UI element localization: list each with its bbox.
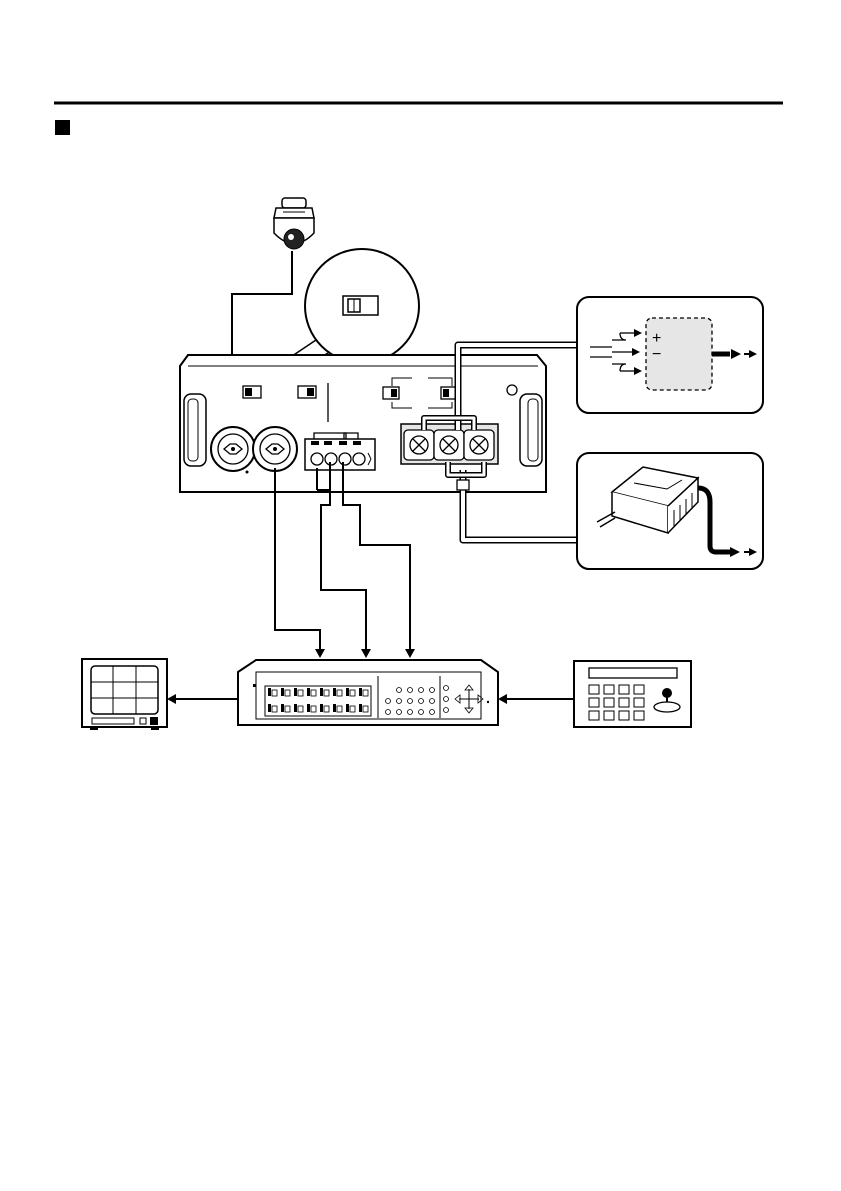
section-square-icon (55, 120, 70, 135)
video-out-connector (253, 427, 297, 471)
keypad-key (604, 711, 614, 720)
minus-terminal-label: − (652, 346, 661, 363)
keypad-key (589, 685, 599, 694)
channel-button (346, 704, 349, 712)
channel-button (333, 704, 336, 712)
keypad-key (589, 698, 599, 707)
channel-button (281, 688, 284, 696)
channel-button (320, 704, 323, 712)
channel-button (307, 688, 310, 696)
channel-button (294, 704, 297, 712)
right-handle (520, 394, 542, 466)
power-terminal-block (401, 424, 498, 464)
channel-button (268, 688, 271, 696)
keypad-key (604, 685, 614, 694)
dc-power-source: + − (577, 297, 763, 413)
keypad-key (604, 698, 614, 707)
channel-button (281, 704, 284, 712)
plus-terminal-label: + (652, 330, 661, 347)
channel-button (268, 704, 271, 712)
channel-button (359, 688, 362, 696)
channel-button (359, 704, 362, 712)
keypad-key (619, 698, 629, 707)
keypad-key (619, 711, 629, 720)
dome-camera (274, 198, 314, 249)
indicator-lamp (507, 385, 517, 395)
left-handle (184, 394, 206, 466)
channel-button (320, 688, 323, 696)
channel-button (294, 688, 297, 696)
monitor (82, 659, 167, 730)
data-terminal-block (305, 433, 375, 470)
keypad-key (634, 711, 644, 720)
channel-button (333, 688, 336, 696)
keypad-key (634, 698, 644, 707)
ac-adapter (577, 453, 763, 569)
receiver-unit (180, 355, 546, 492)
keypad-key (619, 685, 629, 694)
channel-button (307, 704, 310, 712)
keypad-key (589, 711, 599, 720)
channel-button (346, 688, 349, 696)
keypad-key (634, 685, 644, 694)
